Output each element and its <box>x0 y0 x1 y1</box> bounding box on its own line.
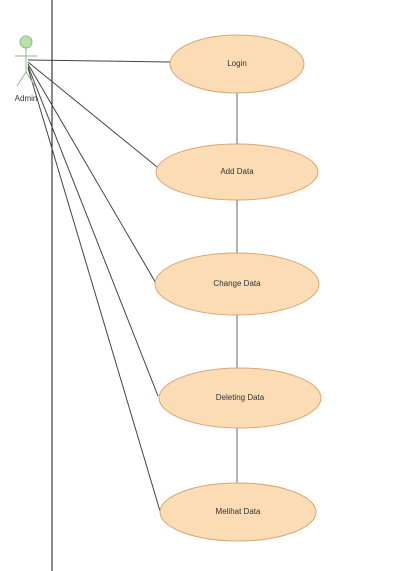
use-case-login[interactable] <box>169 34 305 94</box>
use-case-label-add-data: Add Data <box>220 167 254 176</box>
use-case-label-login: Login <box>227 59 247 68</box>
use-case-deleting-data[interactable] <box>158 367 322 429</box>
association-add-data <box>27 61 163 172</box>
use-case-label-deleting-data: Deleting Data <box>215 393 265 402</box>
use-case-label-change-data: Change Data <box>213 279 261 288</box>
association-deleting-data <box>27 65 159 397</box>
use-case-label-melihat-data: Melihat Data <box>215 507 261 516</box>
association-change-data <box>27 63 158 286</box>
stick-figure-actor-icon[interactable] <box>15 35 37 87</box>
use-case-add-data[interactable] <box>155 143 319 201</box>
association-melihat-data <box>27 67 161 512</box>
use-case-melihat-data[interactable] <box>159 482 317 542</box>
association-login <box>27 59 171 63</box>
actor-label: Admin <box>14 94 38 103</box>
use-case-change-data[interactable] <box>154 252 320 316</box>
